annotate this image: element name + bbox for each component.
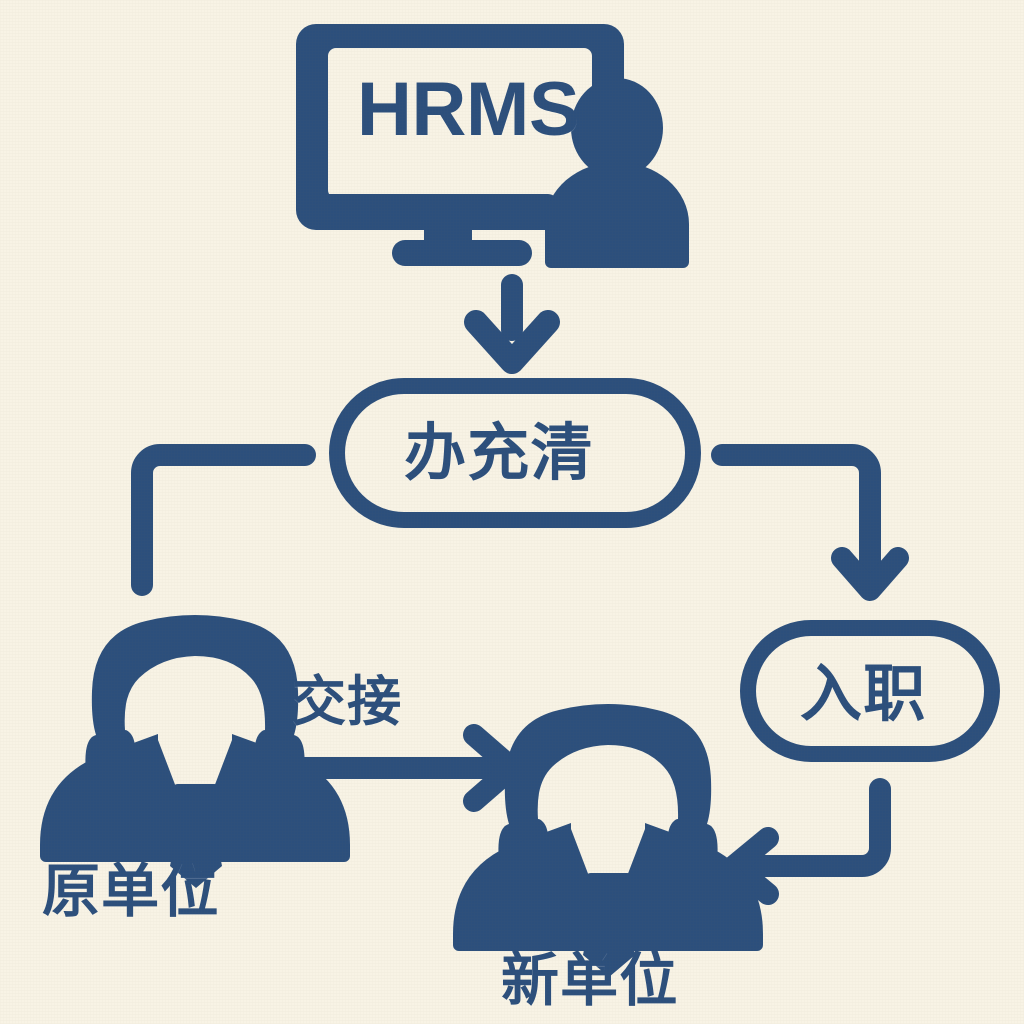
edge-onboard-to-new-unit xyxy=(723,778,891,905)
edge-leave-to-onboard-arrowhead xyxy=(831,547,909,601)
hrms-person-icon xyxy=(545,78,689,268)
new-unit-businessman-icon xyxy=(453,704,763,977)
node-leave-process-box[interactable] xyxy=(329,378,701,528)
hrms-monitor-icon xyxy=(296,24,624,266)
new-unit-suit xyxy=(453,823,763,951)
edge-onboard-to-new-unit-line xyxy=(749,778,891,877)
node-onboard-process-label: 入职 xyxy=(800,660,927,729)
new-unit-label: 新单位 xyxy=(501,948,679,1013)
monitor-bezel-bottom xyxy=(316,194,558,226)
old-unit-businessman-icon xyxy=(40,615,350,888)
hrms-label: HRMS xyxy=(357,67,580,152)
node-leave-process-label: 办充清 xyxy=(404,419,594,488)
edge-leave-to-old-unit xyxy=(131,444,316,596)
monitor-base xyxy=(392,240,532,266)
edge-leave-to-onboard xyxy=(711,444,909,601)
edge-hrms-to-leave-arrowhead xyxy=(464,310,560,374)
person-body xyxy=(545,162,689,268)
new-unit-tie xyxy=(583,872,635,977)
old-unit-label: 原单位 xyxy=(42,859,220,924)
node-onboard-process-box[interactable] xyxy=(740,620,1000,762)
edge-leave-to-onboard-line xyxy=(711,444,881,576)
person-head xyxy=(571,78,663,178)
edge-hrms-to-leave xyxy=(464,274,560,374)
old-unit-head xyxy=(85,615,305,866)
new-unit-head xyxy=(498,704,718,955)
old-unit-tie xyxy=(170,783,222,888)
edge-handover-label: 交接 xyxy=(292,672,403,732)
